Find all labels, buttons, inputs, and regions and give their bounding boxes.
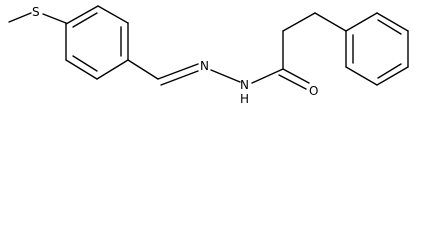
- ch-n-double-bond-b: [160, 70, 199, 86]
- ethylene-chain: [282, 12, 347, 70]
- ch-n-double-bond-a: [157, 63, 199, 80]
- carbonyl-double-a: [282, 68, 310, 84]
- ring-left-double-1: [72, 12, 98, 28]
- carbonyl-group: O: [251, 68, 318, 98]
- ring-right-bond-2: [376, 12, 409, 32]
- oxygen-label: O: [309, 84, 318, 98]
- amide-nitrogen-label: N: [240, 78, 249, 92]
- carbonyl-double-b: [278, 74, 307, 90]
- ring-right-double-1: [377, 19, 402, 35]
- benzene-ring-right: [345, 12, 409, 86]
- hydrazide-group: N H: [210, 69, 249, 106]
- s-ring-bond: [42, 13, 67, 24]
- chemical-structure: S N N H O: [8, 5, 409, 106]
- benzene-ring-left: [65, 5, 129, 80]
- ring-ch-bond: [127, 59, 159, 80]
- ring-left-bond-1: [65, 5, 99, 25]
- ring-left-bond-2: [97, 5, 129, 24]
- methylthio-group: S: [8, 5, 67, 24]
- chain-bond-3: [314, 12, 347, 32]
- ring-left-bond-5: [65, 59, 98, 80]
- methyl-s-bond: [8, 12, 32, 23]
- amide-hydrogen-label: H: [240, 92, 249, 106]
- ring-right-bond-5: [345, 66, 378, 86]
- ring-right-bond-1: [345, 12, 378, 32]
- ring-right-double-2: [377, 63, 402, 79]
- imine-nitrogen-label: N: [200, 59, 209, 73]
- sulfur-label: S: [32, 5, 40, 19]
- chain-bond-2: [282, 12, 316, 32]
- n-carbonyl-bond: [251, 68, 284, 84]
- n-n-bond: [210, 69, 241, 83]
- ring-left-bond-4: [96, 59, 129, 80]
- imine-linkage: N: [127, 59, 209, 86]
- ring-right-bond-4: [376, 66, 409, 86]
- ring-left-double-3: [72, 55, 98, 72]
